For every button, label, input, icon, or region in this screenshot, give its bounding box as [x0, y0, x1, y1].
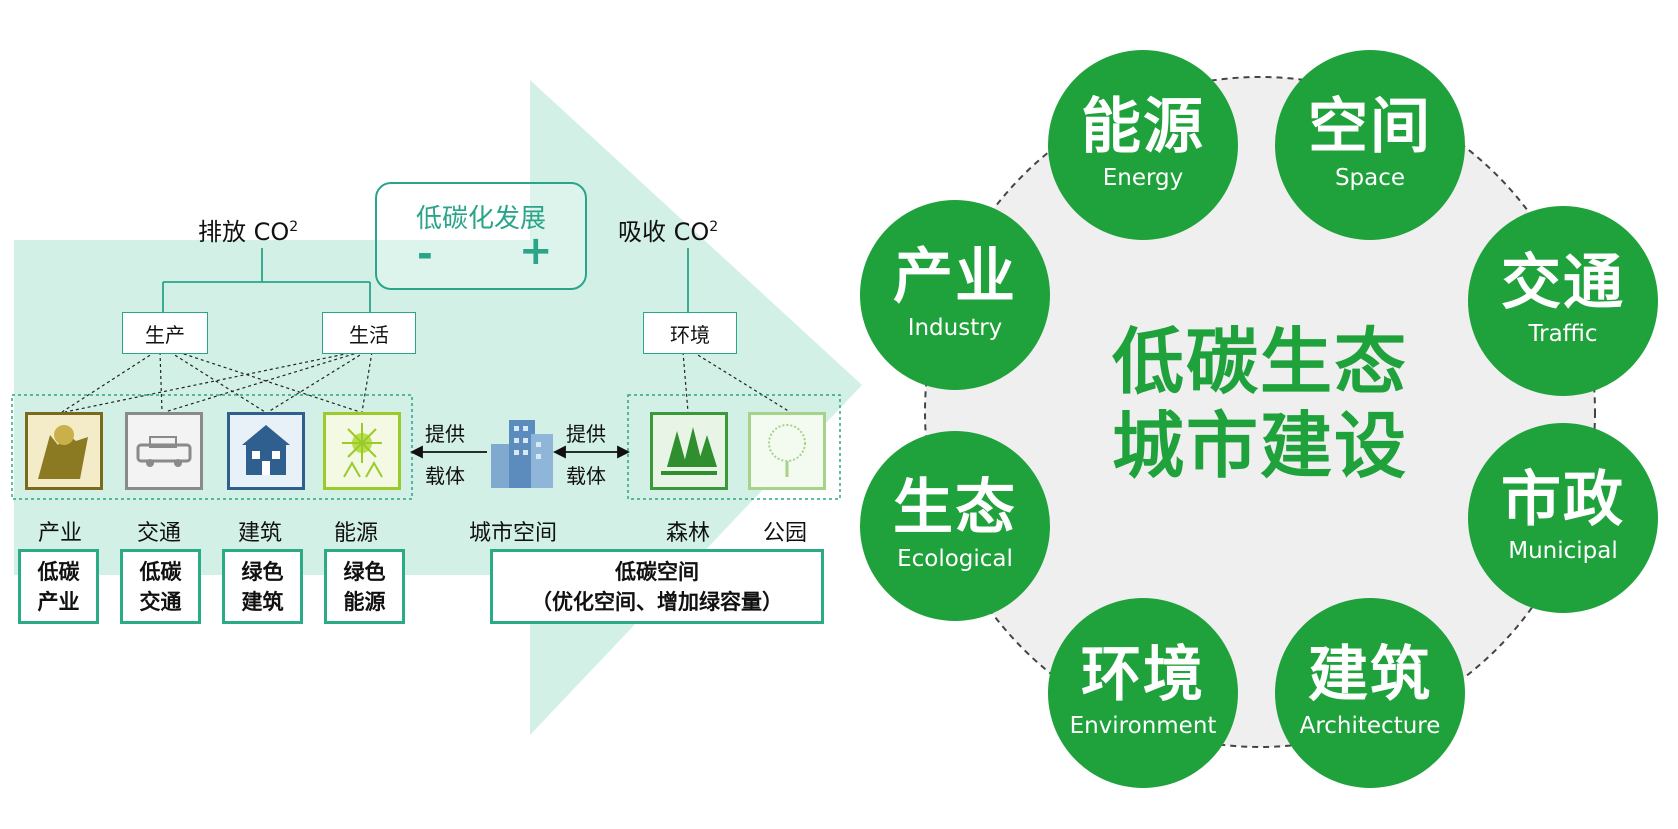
node-industry-en: Industry	[907, 315, 1003, 341]
node-ecological-en: Ecological	[897, 546, 1013, 572]
node-environment-en: Environment	[1069, 713, 1217, 739]
chip-green-energy: 绿色 能源	[324, 549, 405, 624]
chip-green-building: 绿色 建筑	[222, 549, 303, 624]
big-arrow	[14, 80, 862, 735]
chip-low-carbon-industry: 低碳 产业	[18, 549, 99, 624]
node-municipal-zh: 市政	[1501, 465, 1625, 535]
center-title-line2: 城市建设	[1111, 404, 1408, 488]
dev-title: 低碳化发展	[415, 204, 546, 234]
node-space-zh: 空间	[1308, 92, 1432, 162]
node-environment: 环境 Environment	[1048, 598, 1238, 788]
center-title-line1: 低碳生态	[1111, 320, 1408, 404]
node-industry-zh: 产业	[893, 242, 1017, 312]
energy-icon	[323, 412, 401, 490]
traffic-icon	[125, 412, 203, 490]
minus-sign: -	[417, 232, 433, 276]
node-ecological-zh: 生态	[893, 473, 1017, 543]
low-carbon-development-box: 低碳化发展 - +	[375, 182, 587, 290]
urban-space-icon	[487, 412, 555, 490]
center-disc	[924, 76, 1596, 748]
category-park: 公园	[763, 521, 808, 546]
environment-box: 环境	[643, 312, 737, 354]
node-architecture-zh: 建筑	[1308, 640, 1432, 710]
provide-right-label: 提供	[566, 422, 606, 446]
node-municipal-en: Municipal	[1508, 538, 1618, 564]
node-traffic-en: Traffic	[1528, 321, 1598, 347]
node-architecture: 建筑 Architecture	[1275, 598, 1465, 788]
industry-icon	[25, 412, 103, 490]
category-urban-space: 城市空间	[469, 521, 558, 546]
carrier-left-label: 载体	[425, 464, 465, 488]
node-energy-en: Energy	[1102, 165, 1184, 191]
node-traffic-zh: 交通	[1501, 248, 1625, 318]
category-forest: 森林	[666, 521, 711, 546]
plus-sign: +	[519, 228, 553, 274]
node-environment-zh: 环境	[1081, 640, 1205, 710]
right-diagram-canvas	[924, 76, 1596, 748]
category-traffic: 交通	[137, 521, 182, 546]
absorb-co2-label: 吸收 CO2	[618, 218, 719, 246]
node-energy: 能源 Energy	[1048, 50, 1238, 240]
provide-left-label: 提供	[425, 422, 465, 446]
category-industry: 产业	[38, 521, 83, 546]
emission-co2-label: 排放 CO2	[198, 218, 299, 246]
chip-low-carbon-traffic: 低碳 交通	[120, 549, 201, 624]
forest-icon	[650, 412, 728, 490]
park-icon	[748, 412, 826, 490]
category-building: 建筑	[238, 521, 283, 546]
node-industry: 产业 Industry	[860, 200, 1050, 390]
carrier-right-label: 载体	[566, 464, 606, 488]
node-ecological: 生态 Ecological	[860, 431, 1050, 621]
node-architecture-en: Architecture	[1299, 713, 1441, 739]
node-traffic: 交通 Traffic	[1468, 206, 1658, 396]
node-energy-zh: 能源	[1081, 92, 1205, 162]
node-space: 空间 Space	[1275, 50, 1465, 240]
building-icon	[227, 412, 305, 490]
node-space-en: Space	[1334, 165, 1406, 191]
production-box: 生产	[122, 312, 208, 354]
chip-low-carbon-space: 低碳空间 （优化空间、增加绿容量）	[490, 549, 824, 624]
node-municipal: 市政 Municipal	[1468, 423, 1658, 613]
category-energy: 能源	[334, 521, 379, 546]
living-box: 生活	[322, 312, 416, 354]
